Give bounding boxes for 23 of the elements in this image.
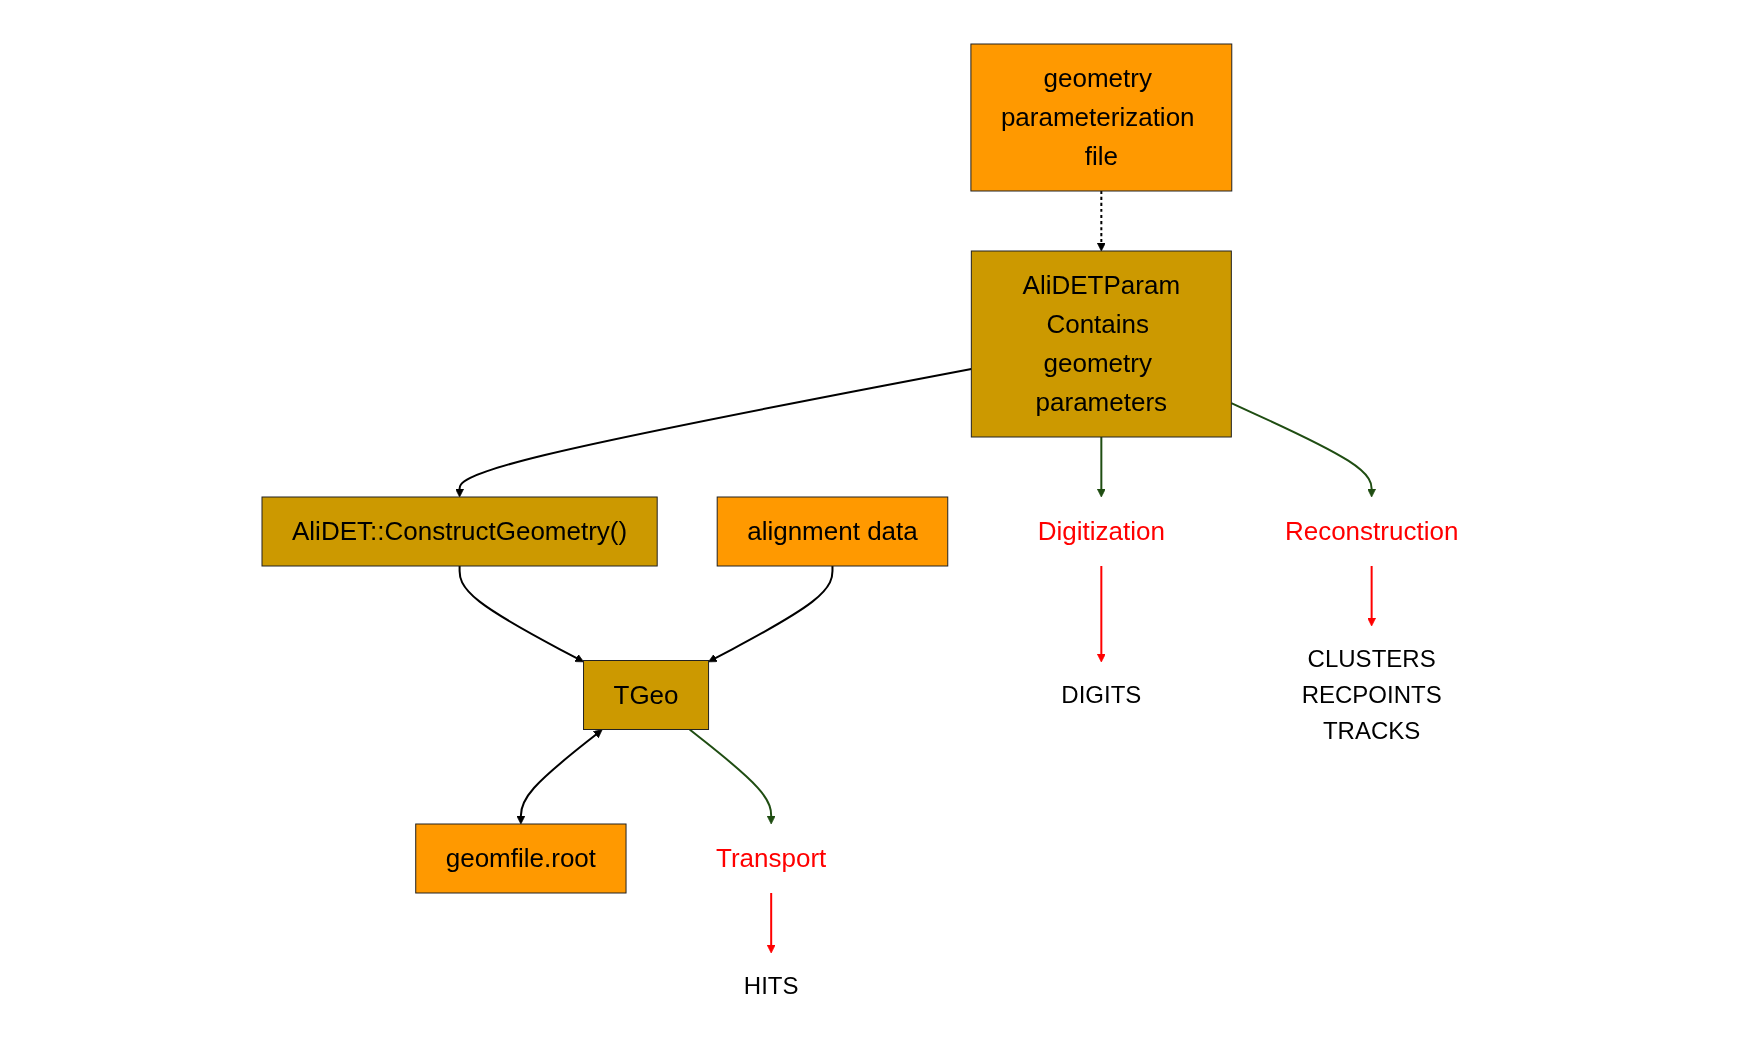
- arrow: [1367, 565, 1377, 627]
- arrow: [458, 565, 585, 663]
- node-text: CLUSTERS RECPOINTS TRACKS: [1301, 645, 1442, 744]
- node-text: DIGITS: [1061, 681, 1142, 708]
- arrow: [1097, 190, 1107, 252]
- node-box: alignment data: [717, 496, 949, 567]
- arrow: [1230, 402, 1377, 498]
- arrow: [455, 367, 973, 498]
- arrow: [767, 892, 776, 954]
- node-box: AliDET::ConstructGeometry(): [261, 496, 658, 567]
- node-text: Digitization: [1038, 516, 1166, 546]
- node-text: Reconstruction: [1285, 516, 1459, 546]
- arrow: [516, 729, 603, 825]
- node-box: geometry parameterization file: [970, 43, 1233, 192]
- node-text: Transport: [716, 843, 827, 873]
- arrow: [1097, 436, 1107, 498]
- node-text: HITS: [744, 972, 799, 999]
- arrow: [708, 565, 834, 663]
- node-box: AliDETParam Contains geometry parameters: [971, 250, 1233, 438]
- arrow: [688, 728, 776, 825]
- arrow: [1097, 565, 1107, 663]
- node-box: geomfile.root: [415, 823, 627, 894]
- node-box: TGeo: [583, 660, 710, 730]
